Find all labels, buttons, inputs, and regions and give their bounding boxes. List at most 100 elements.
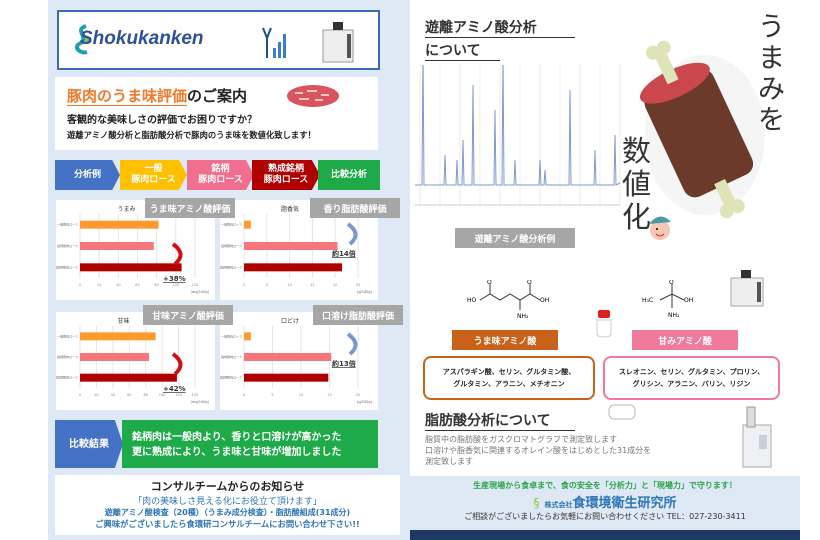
chromatogram — [415, 65, 621, 206]
bar — [80, 242, 154, 250]
tick-label: 0 — [243, 393, 245, 397]
intro-title: 豚肉のうま味評価のご案内 — [67, 85, 247, 106]
intro-section: 豚肉のうま味評価のご案内 客観的な美味しさの評価でお困りですか？ 遊離アミノ酸分… — [55, 77, 378, 150]
highlight-arrow-icon — [346, 222, 358, 246]
chart-title: うまみ — [118, 206, 136, 213]
tick-label: 0 — [243, 283, 245, 287]
svg-text:O: O — [669, 280, 674, 286]
highlight-arrow-icon — [171, 242, 183, 266]
analyzer-instrument-icon — [322, 22, 354, 63]
glutamic-acid-structure: HO OH O O NH₂ — [467, 280, 549, 320]
fatty-acid-description: 脂質中の脂肪酸をガスクロマトグラフで測定致します 口溶けや脂香気に関連するオレイ… — [425, 434, 651, 467]
company-name: 食環境衛生研究所 — [572, 496, 677, 511]
tick-label: 15 — [310, 283, 314, 287]
unit-label: (mg/100g) — [191, 290, 210, 294]
svg-text:H₃C: H₃C — [642, 297, 653, 304]
bar — [80, 353, 149, 361]
tick-label: 0 — [79, 283, 81, 287]
unit-label: (g/100g) — [357, 290, 373, 294]
bar — [80, 332, 156, 341]
tick-label: 20 — [333, 283, 337, 287]
category-label: 銘柄豚肉ロース — [221, 354, 242, 359]
bar — [244, 353, 332, 361]
tick-label: 100 — [172, 283, 179, 287]
bar — [80, 220, 159, 229]
result-box: 銘柄肉は一般肉より、香りと口溶けが高かった 更に熟成により、うま味と甘味が増加し… — [122, 420, 378, 468]
chart-tab-label: 口溶け脂肪酸評価 — [313, 305, 403, 325]
bar — [80, 263, 182, 272]
chart-title: 脂香気 — [281, 205, 299, 213]
svg-text:O: O — [527, 280, 532, 286]
svg-text:NH₂: NH₂ — [517, 313, 529, 320]
logo-mark-icon — [74, 24, 91, 55]
chart-tab-label: 甘味アミノ酸評価 — [143, 305, 233, 325]
tick-label: 140 — [192, 393, 199, 397]
annotation: 約14倍 — [332, 249, 356, 258]
tick-label: 40 — [111, 393, 115, 397]
tel-number[interactable]: TEL：027-230-3411 — [666, 512, 746, 521]
tick-label: 20 — [94, 393, 98, 397]
tick-label: 40 — [116, 283, 120, 287]
highlight-arrow-icon — [346, 332, 358, 356]
footer-company: § 株式会社食環境衛生研究所 — [410, 492, 800, 511]
category-label: 銘柄豚肉ロース — [221, 243, 242, 248]
bar-chart: 脂香気0510152025(g/100g)一般豚肉ロース銘柄豚肉ロース熟成銘柄豚… — [215, 205, 373, 294]
category-label: 銘柄豚肉ロース — [57, 354, 78, 359]
category-label: 一般豚肉ロース — [221, 222, 242, 227]
consult-title: コンサルチームからのお知らせ — [150, 480, 305, 493]
result-label: 比較結果 — [55, 420, 123, 468]
bar-chart: 口どけ05101520(g/100g)一般豚肉ロース銘柄豚肉ロース熟成銘柄豚肉ロ… — [215, 317, 373, 404]
footer: 生産現場から食卓まで、食の安全を「分析力」と「現場力」で守ります！ § 株式会社… — [410, 476, 800, 530]
footer-bar — [410, 530, 800, 540]
tick-label: 60 — [127, 393, 131, 397]
intro-question: 客観的な美味しさの評価でお困りですか？ — [67, 115, 257, 126]
fatty-line-3: 測定致します — [425, 457, 473, 466]
bar — [244, 263, 343, 272]
category-label: 一般豚肉ロース — [221, 333, 242, 338]
consult-line-3: ご興味がございましたら食環研コンサルチームにお問い合わせ下さい!! — [95, 519, 360, 529]
header-logo-box — [57, 10, 380, 70]
fatty-acid-title: 脂肪酸分析について — [425, 410, 575, 431]
amino-title: 遊離アミノ酸分析 について — [425, 17, 575, 61]
svg-text:HO: HO — [467, 297, 477, 304]
annotation: 約13倍 — [332, 359, 356, 368]
highlight-arrow-icon — [171, 352, 183, 376]
consult-notice: コンサルチームからのお知らせ 「肉の美味しさ見える化にお役立て頂けます」 遊離ア… — [55, 475, 400, 535]
svg-text:O: O — [487, 280, 492, 286]
bar — [244, 242, 338, 250]
flow-step: 熟成銘柄 豚肉ロース — [252, 160, 320, 190]
tick-label: 100 — [159, 393, 166, 397]
flow-step: 銘柄 豚肉ロース — [187, 160, 254, 190]
seasoning-bottle-icon — [596, 310, 612, 338]
catch-copy-umami: うまみを — [758, 12, 785, 136]
footer-slogan: 生産現場から食卓まで、食の安全を「分析力」と「現場力」で守ります！ — [473, 481, 737, 490]
annotation: +38% — [163, 275, 186, 283]
unit-label: (g/100g) — [357, 400, 373, 404]
tick-label: 0 — [79, 393, 81, 397]
chart-tab-label: 香り脂肪酸評価 — [310, 198, 400, 218]
company-prefix: 株式会社 — [544, 501, 573, 509]
category-label: 銘柄豚肉ロース — [57, 243, 78, 248]
tick-label: 10 — [287, 283, 291, 287]
bar-chart-panel: 口どけ05101520(g/100g)一般豚肉ロース銘柄豚肉ロース熟成銘柄豚肉ロ… — [215, 312, 378, 410]
unit-label: (mg/100g) — [191, 400, 210, 404]
chromatogram-label: 遊離アミノ酸分析例 — [455, 228, 575, 248]
contact-text: ご相談がございましたらお気軽にお問い合わせください — [464, 512, 665, 521]
tick-label: 15 — [327, 393, 331, 397]
tick-label: 25 — [356, 283, 360, 287]
chart-tab-label: うま味アミノ酸評価 — [145, 198, 235, 218]
tick-label: 80 — [154, 283, 158, 287]
tick-label: 20 — [97, 283, 101, 287]
bar — [244, 373, 329, 382]
fat-block-icon — [608, 404, 636, 420]
umami-amino-list: アスパラギン酸、セリン、グルタミン酸、 グルタミン、アラニン、メチオニン — [423, 356, 595, 400]
svg-text:OH: OH — [540, 297, 549, 304]
sweet-amino-label: 甘みアミノ酸 — [632, 330, 738, 350]
category-label: 一般豚肉ロース — [57, 333, 78, 338]
bar — [80, 373, 177, 382]
